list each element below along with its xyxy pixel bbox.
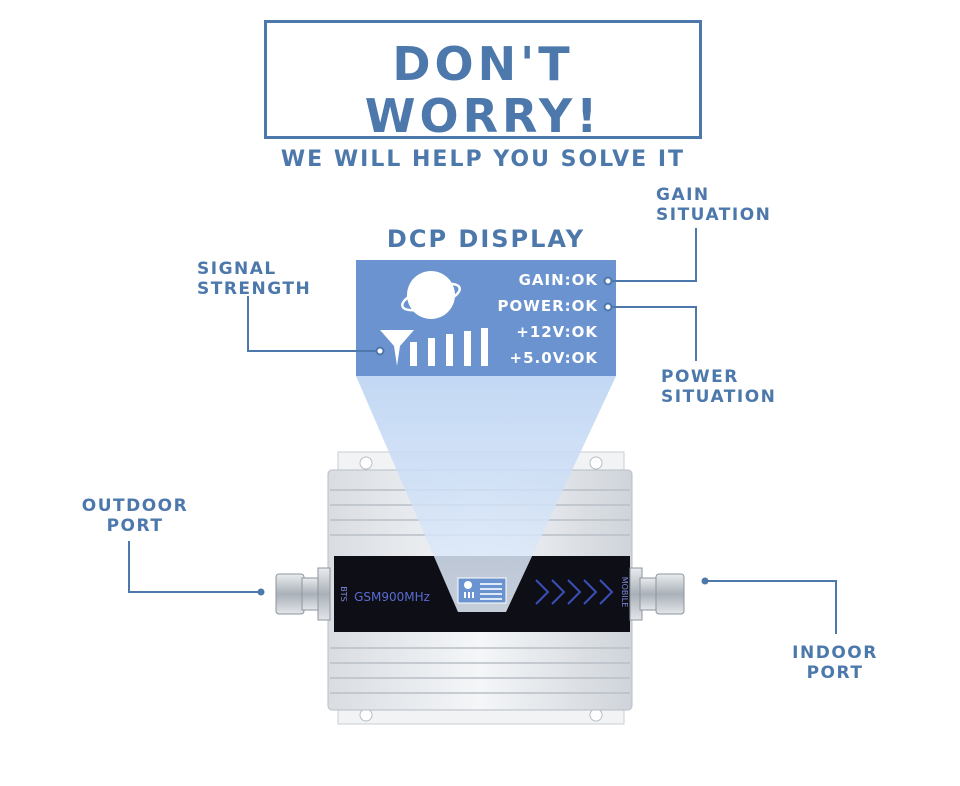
gain-situation-line — [608, 228, 697, 282]
page-title: DON'T WORRY! — [364, 37, 602, 143]
satellite-icon — [401, 271, 461, 319]
signal-strength-label-line1: SIGNAL — [197, 259, 277, 279]
indoor-port-label-line1: INDOOR — [792, 643, 878, 663]
outdoor-port-connector — [275, 567, 331, 621]
page-subtitle: WE WILL HELP YOU SOLVE IT — [280, 147, 686, 172]
power-situation-line — [608, 306, 697, 361]
dcp-display-title: DCP DISPLAY — [386, 225, 586, 253]
callout-lines — [128, 228, 837, 634]
status-5v: +5.0V:OK — [509, 349, 598, 367]
power-situation-label: POWER SITUATION — [661, 367, 776, 407]
display-beam — [356, 376, 616, 612]
gain-situation-label-line1: GAIN — [656, 185, 710, 205]
outdoor-port-label-line2: PORT — [106, 516, 164, 536]
indoor-port-line — [705, 580, 837, 634]
status-power: POWER:OK — [497, 297, 598, 315]
chevrons-icon — [535, 579, 614, 605]
indoor-port-label: INDOOR PORT — [780, 643, 890, 683]
indoor-port-connector — [629, 567, 685, 621]
model-label: GSM900MHz — [354, 590, 430, 604]
power-situation-label-line2: SITUATION — [661, 387, 777, 407]
mount-hole — [359, 708, 373, 722]
mobile-label: MOBILE — [620, 577, 629, 608]
outdoor-port-label: OUTDOOR PORT — [80, 496, 190, 536]
signal-strength-label-line2: STRENGTH — [197, 279, 312, 299]
status-12v: +12V:OK — [516, 323, 598, 341]
power-situation-label-line1: POWER — [661, 367, 739, 387]
mount-hole — [589, 708, 603, 722]
port-dots — [257, 577, 709, 596]
outdoor-port-line — [128, 541, 261, 593]
outdoor-port-label-line1: OUTDOOR — [81, 496, 189, 516]
gain-situation-label: GAIN SITUATION — [656, 185, 771, 225]
mount-hole — [589, 456, 603, 470]
signal-strength-label: SIGNAL STRENGTH — [197, 259, 311, 299]
gain-situation-label-line2: SITUATION — [656, 205, 772, 225]
antenna-icon — [380, 330, 414, 366]
bts-label: BTS — [339, 586, 348, 601]
indoor-port-label-line2: PORT — [806, 663, 864, 683]
status-gain: GAIN:OK — [518, 271, 598, 289]
signal-bars-icon — [410, 328, 488, 366]
mount-hole — [359, 456, 373, 470]
panel-mini-screen — [457, 577, 507, 604]
signal-strength-line — [247, 296, 380, 352]
callout-dots — [375, 276, 613, 356]
headline-box: DON'T WORRY! WE WILL HELP YOU SOLVE IT — [264, 20, 702, 172]
